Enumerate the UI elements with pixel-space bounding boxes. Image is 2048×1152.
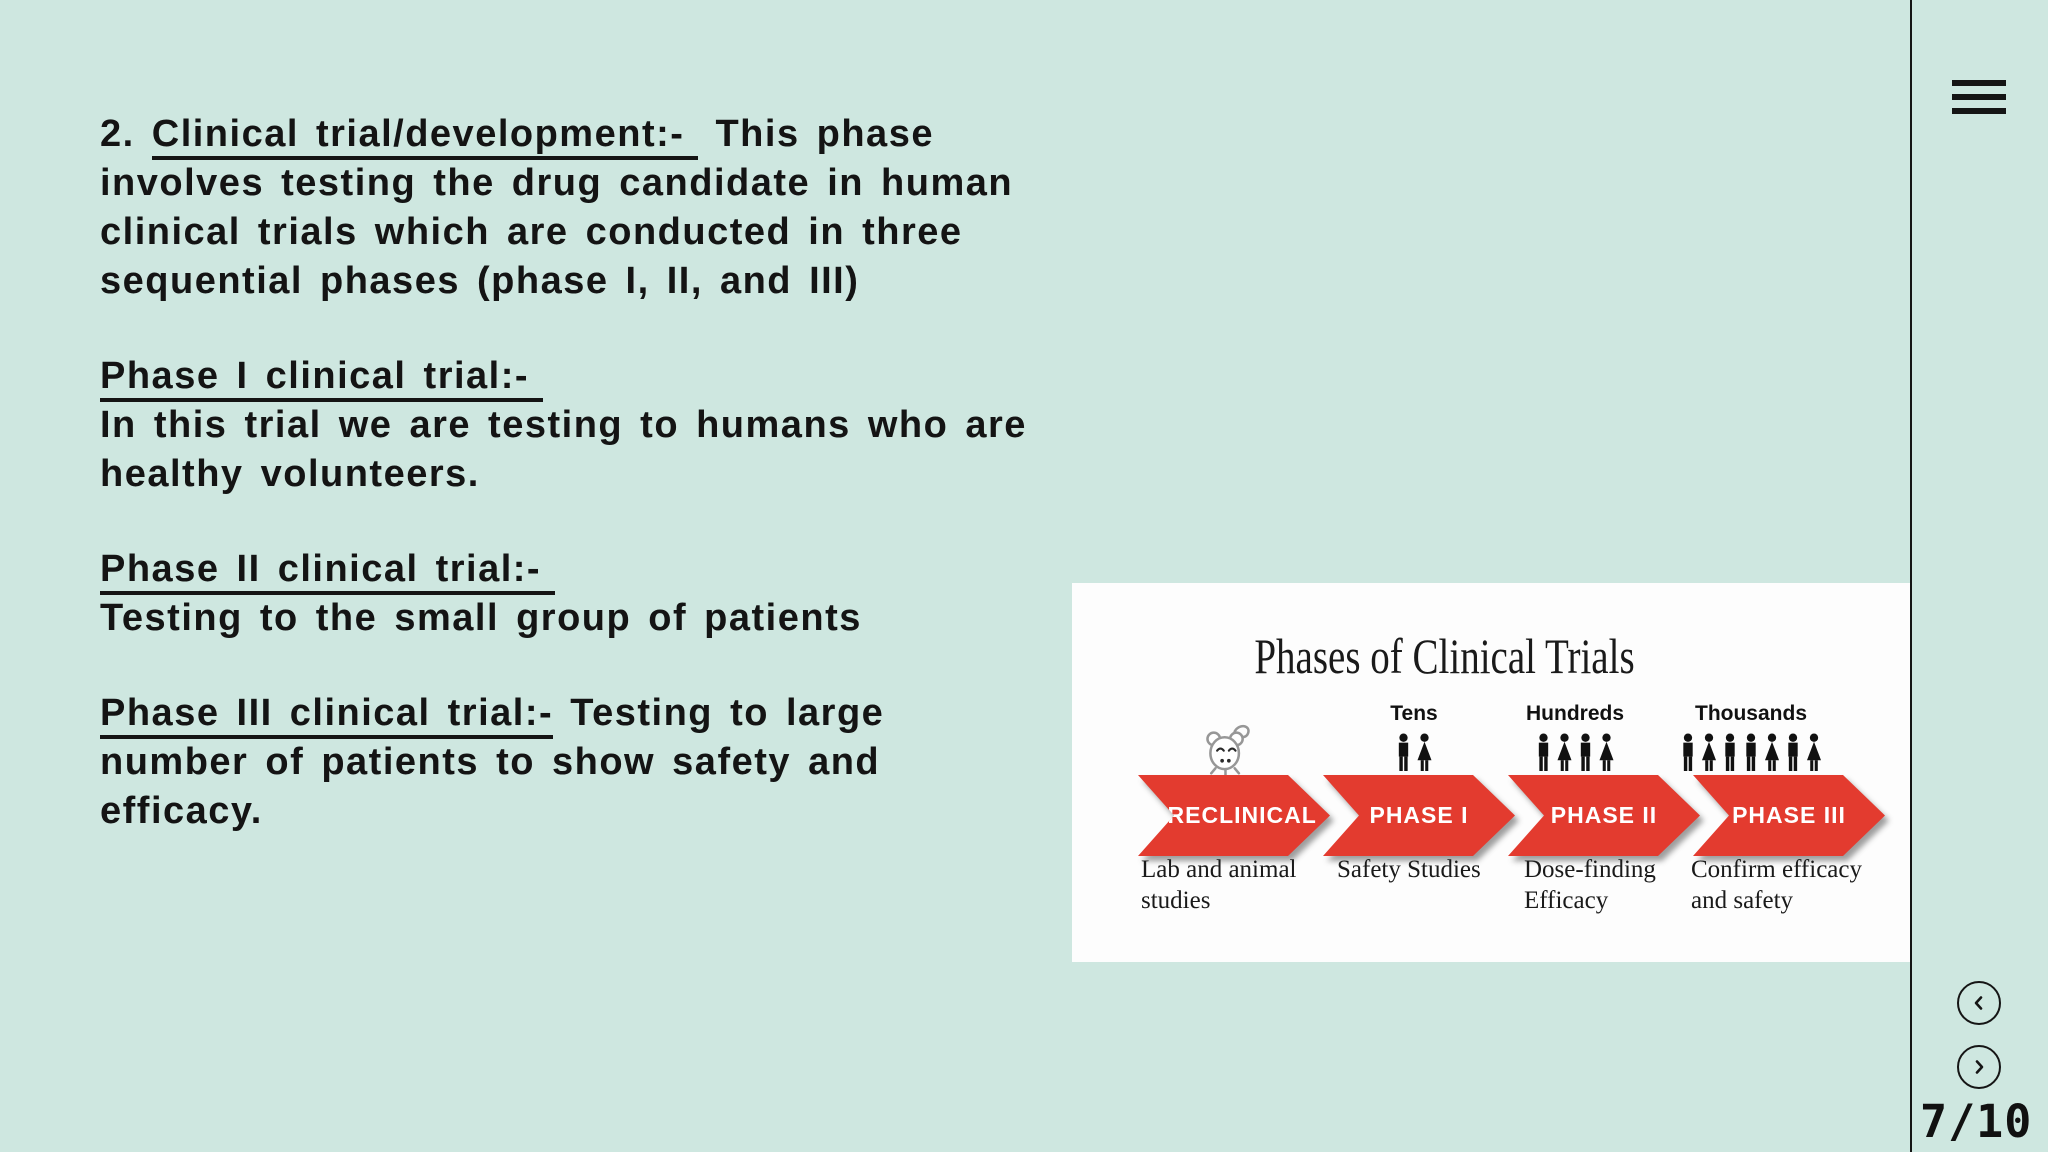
- text-run: Testing to large: [553, 692, 885, 734]
- desc-phase-1: Safety Studies: [1337, 856, 1481, 883]
- clinical-trials-figure: Phases of Clinical Trials Tens Hundreds …: [1072, 583, 1910, 962]
- list-number: 2.: [100, 113, 152, 155]
- text-line: Phase I clinical trial:-: [100, 352, 1027, 402]
- arrow-label: PHASE I: [1369, 802, 1469, 828]
- heading-phase-3: Phase III clinical trial:-: [100, 692, 554, 739]
- text-line: In this trial we are testing to humans w…: [100, 404, 1027, 446]
- page-indicator: 7/10: [1920, 1095, 2033, 1148]
- person-icon: [1557, 733, 1572, 771]
- chevron-left-icon: [1974, 996, 1983, 1010]
- person-icon: [1398, 733, 1409, 771]
- arrow-phase-3: PHASE III: [1693, 775, 1885, 856]
- person-icon: [1599, 733, 1614, 771]
- person-icon: [1417, 733, 1432, 771]
- person-icon: [1788, 733, 1798, 771]
- person-icon: [1806, 733, 1822, 771]
- paragraph-phase-1: Phase I clinical trial:- In this trial w…: [100, 352, 1027, 499]
- heading-clinical-trial-development: Clinical trial/development:-: [151, 113, 699, 160]
- text-line: number of patients to show safety and: [100, 741, 881, 783]
- prev-slide-button[interactable]: [1957, 981, 2001, 1025]
- people-group-tens: [1395, 730, 1434, 774]
- heading-phase-1: Phase I clinical trial:-: [100, 355, 544, 402]
- figure-title: Phases of Clinical Trials: [1254, 628, 1635, 684]
- text-line: 2. Clinical trial/development:- This pha…: [100, 110, 1027, 160]
- text-line: sequential phases (phase I, II, and III): [100, 260, 860, 302]
- lab-mouse-icon: [1200, 723, 1256, 780]
- people-group-thousands: [1679, 730, 1823, 774]
- arrow-label: PRECLINICAL: [1151, 802, 1317, 828]
- people-group-hundreds: [1535, 730, 1616, 774]
- arrow-label: PHASE III: [1732, 802, 1846, 828]
- text-line: involves testing the drug candidate in h…: [100, 162, 1014, 204]
- arrow-label: PHASE II: [1550, 802, 1658, 828]
- paragraph-clinical-trial: 2. Clinical trial/development:- This pha…: [100, 110, 1027, 306]
- hamburger-icon: [1952, 80, 2006, 86]
- chevron-right-icon: [1975, 1060, 1984, 1074]
- text-line: Testing to the small group of patients: [100, 597, 862, 639]
- vertical-divider: [1910, 0, 1912, 1152]
- person-icon: [1764, 733, 1780, 771]
- heading-phase-2: Phase II clinical trial:-: [100, 548, 556, 595]
- person-icon: [1683, 733, 1693, 771]
- text-line: Phase II clinical trial:-: [100, 545, 1027, 595]
- person-icon: [1580, 733, 1591, 771]
- arrow-phase-2: PHASE II: [1508, 775, 1700, 856]
- slide-text-block: 2. Clinical trial/development:- This pha…: [100, 110, 1027, 836]
- menu-button[interactable]: [1952, 80, 2006, 114]
- arrow-preclinical: PRECLINICAL: [1138, 775, 1330, 856]
- text-line: healthy volunteers.: [100, 453, 480, 495]
- text-run: This phase: [698, 113, 934, 155]
- person-icon: [1725, 733, 1735, 771]
- scale-label-thousands: Thousands: [1694, 702, 1808, 725]
- text-line: clinical trials which are conducted in t…: [100, 211, 963, 253]
- person-icon: [1746, 733, 1756, 771]
- paragraph-phase-2: Phase II clinical trial:- Testing to the…: [100, 545, 1027, 643]
- person-icon: [1701, 733, 1717, 771]
- scale-label-tens: Tens: [1390, 702, 1438, 725]
- person-icon: [1538, 733, 1549, 771]
- text-line: Phase III clinical trial:- Testing to la…: [100, 689, 1027, 739]
- paragraph-phase-3: Phase III clinical trial:- Testing to la…: [100, 689, 1027, 836]
- text-line: efficacy.: [100, 790, 263, 832]
- next-slide-button[interactable]: [1957, 1045, 2001, 1089]
- scale-label-hundreds: Hundreds: [1525, 702, 1625, 725]
- arrow-phase-1: PHASE I: [1323, 775, 1515, 856]
